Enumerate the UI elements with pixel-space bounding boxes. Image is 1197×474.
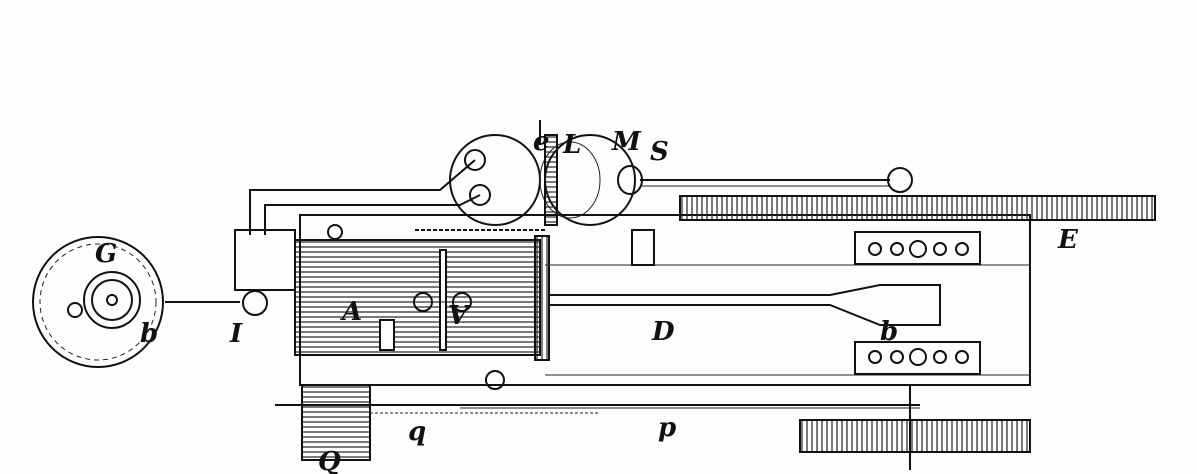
label-b-right: b	[880, 317, 898, 347]
valve-chest	[249, 120, 913, 235]
label-q-upper: Q	[318, 447, 341, 474]
label-d: D	[651, 317, 675, 347]
label-b-left: b	[140, 319, 158, 349]
label-p: p	[658, 413, 676, 443]
label-i: I	[229, 319, 243, 349]
cylinder-a	[234, 224, 550, 361]
label-l: L	[562, 130, 581, 160]
label-e: e	[533, 127, 550, 157]
label-g: G	[95, 239, 117, 269]
flywheel-g	[32, 236, 240, 368]
label-v: V	[448, 301, 471, 331]
pump-q	[275, 384, 920, 461]
gear-e	[679, 195, 1156, 470]
label-s: S	[650, 137, 669, 167]
label-e-gear: E	[1057, 225, 1079, 255]
label-a: A	[339, 297, 362, 327]
engine-frame	[299, 214, 1031, 390]
label-m: M	[611, 127, 642, 157]
label-q: q	[408, 417, 426, 447]
